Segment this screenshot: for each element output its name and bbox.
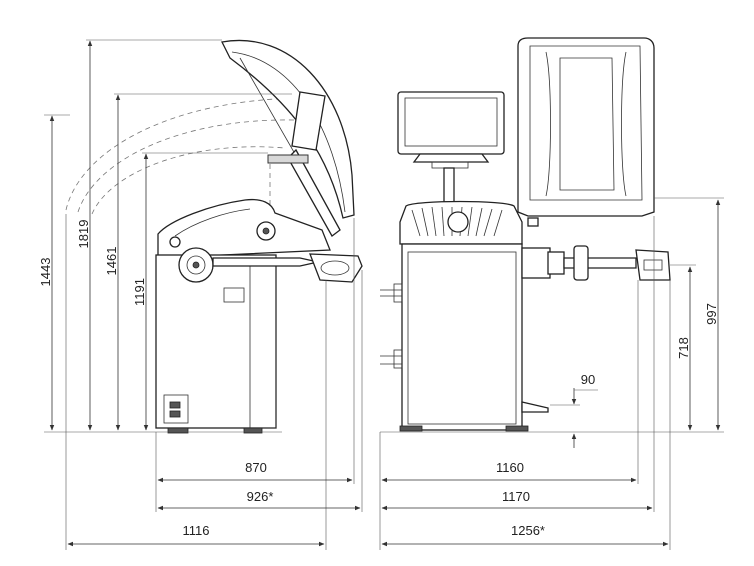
label-1819: 1819 [76, 220, 91, 249]
measuring-arm [212, 257, 319, 267]
tool-tray [157, 198, 331, 259]
label-90: 90 [581, 372, 595, 387]
right-dimensions: 1160 1170 1256* 997 718 90 [379, 197, 724, 550]
cabinet-front [401, 243, 523, 431]
power-switch-panel [163, 394, 189, 424]
label-1160: 1160 [496, 460, 524, 475]
cabinet [155, 254, 277, 429]
monitor [397, 91, 505, 155]
label-1443: 1443 [38, 258, 53, 287]
label-997: 997 [704, 303, 719, 325]
width-gauge-head [309, 253, 363, 283]
label-1116: 1116 [183, 523, 210, 538]
label-926: 926* [247, 489, 274, 504]
wheel-guard-hood-front [517, 37, 655, 217]
label-1191: 1191 [132, 278, 147, 306]
balancer-shaft-housing [521, 247, 551, 279]
hood-swing-arc-inner [91, 146, 286, 215]
cone-holder-lower [380, 355, 402, 365]
side-view-machine [65, 39, 363, 434]
monitor-screen [404, 97, 498, 147]
left-dimensions: 1443 1819 1461 1191 870 926* 1116 [38, 39, 363, 550]
cone-holder-upper [380, 289, 402, 297]
hood-swing-arc-outer [65, 97, 301, 211]
monitor-pole [443, 167, 455, 203]
label-870: 870 [245, 460, 267, 475]
wheel-guard-hood [221, 39, 355, 219]
width-gauge-arm [635, 249, 671, 281]
label-1461: 1461 [104, 247, 119, 276]
foot-pedal [521, 401, 549, 413]
hood-swing-arc-middle [77, 119, 296, 213]
front-view-machine [380, 37, 671, 432]
label-718: 718 [676, 337, 691, 359]
label-1256: 1256* [511, 523, 545, 538]
label-1170: 1170 [502, 489, 530, 504]
cabinet-label-plate [223, 287, 245, 303]
